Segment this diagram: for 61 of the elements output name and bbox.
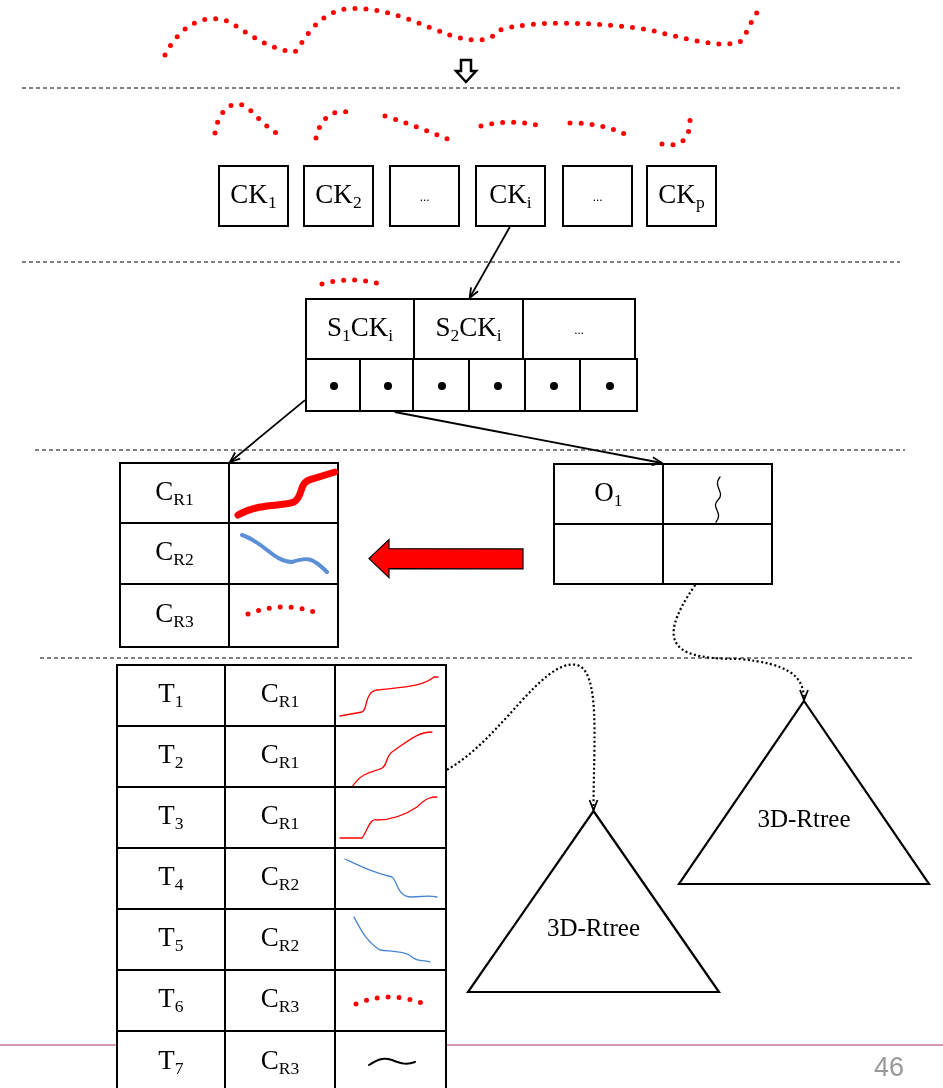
node-label: 3D-Rtree <box>757 806 851 832</box>
table-cell <box>116 664 226 727</box>
block-arrow <box>453 58 479 84</box>
table-cell <box>389 165 460 227</box>
table-cell <box>228 583 339 648</box>
arrow <box>672 584 809 701</box>
table-cell <box>522 298 636 360</box>
table-cell <box>646 165 717 227</box>
table-cell <box>562 165 633 227</box>
cell-text: T$_{4}$ <box>158 863 184 894</box>
cell-text: C$_{R1}$ <box>155 477 194 509</box>
table-cell <box>553 463 664 525</box>
table-cell <box>662 523 773 585</box>
cell-text: S$_{2}$CK$_{i}$ <box>435 313 502 345</box>
table-cell <box>116 1030 226 1088</box>
cell-text: T$_{5}$ <box>158 924 184 955</box>
cell-text: O$_{1}$ <box>594 478 623 510</box>
table-cell <box>228 462 339 524</box>
block-arrow <box>368 538 524 579</box>
table-cell <box>119 583 230 648</box>
cell-text: C$_{R1}$ <box>260 741 300 772</box>
page-number: 46 <box>874 1052 905 1083</box>
cell-text: CK$_{2}$ <box>315 180 362 212</box>
cell-text: C$_{R3}$ <box>155 600 194 631</box>
triangle-node <box>467 810 720 993</box>
cell-text: CK$_{i}$ <box>489 180 532 212</box>
cell-text: T$_{6}$ <box>158 985 184 1016</box>
table-cell <box>334 1030 447 1088</box>
arrow <box>229 399 306 463</box>
cell-text: C$_{R1}$ <box>260 802 300 833</box>
cell-text: C$_{R2}$ <box>260 924 300 955</box>
triangle-node <box>678 700 930 885</box>
table-cell <box>303 165 374 227</box>
table-cell <box>334 664 447 727</box>
cell-text: CK$_{p}$ <box>658 180 705 212</box>
table-cell <box>662 463 773 525</box>
pointer-cell <box>579 358 638 412</box>
pointer-cell <box>305 358 361 412</box>
table-cell <box>475 165 546 227</box>
cell-text: ... <box>419 189 430 203</box>
cell-text: T$_{1}$ <box>158 680 184 711</box>
arrow <box>468 226 511 299</box>
node-label: 3D-Rtree <box>547 914 640 940</box>
cell-text: C$_{R2}$ <box>155 538 194 569</box>
cell-text: CK$_{1}$ <box>230 180 277 212</box>
cell-text: S$_{1}$CK$_{i}$ <box>326 313 394 345</box>
table-cell <box>119 462 230 524</box>
cell-text: ... <box>592 189 603 203</box>
table-cell <box>553 523 664 585</box>
cell-text: C$_{R1}$ <box>260 680 300 711</box>
cell-text: C$_{R3}$ <box>260 1046 300 1078</box>
cell-text: T$_{3}$ <box>158 802 184 833</box>
arrow <box>393 411 663 466</box>
table-cell <box>218 165 289 227</box>
cell-text: T$_{2}$ <box>158 741 184 772</box>
cell-text: T$_{7}$ <box>158 1046 184 1078</box>
arrow <box>446 663 599 811</box>
cell-text: ... <box>574 322 584 336</box>
table-cell <box>305 298 415 360</box>
cell-text: C$_{R3}$ <box>260 985 300 1016</box>
cell-text: C$_{R2}$ <box>260 863 300 894</box>
